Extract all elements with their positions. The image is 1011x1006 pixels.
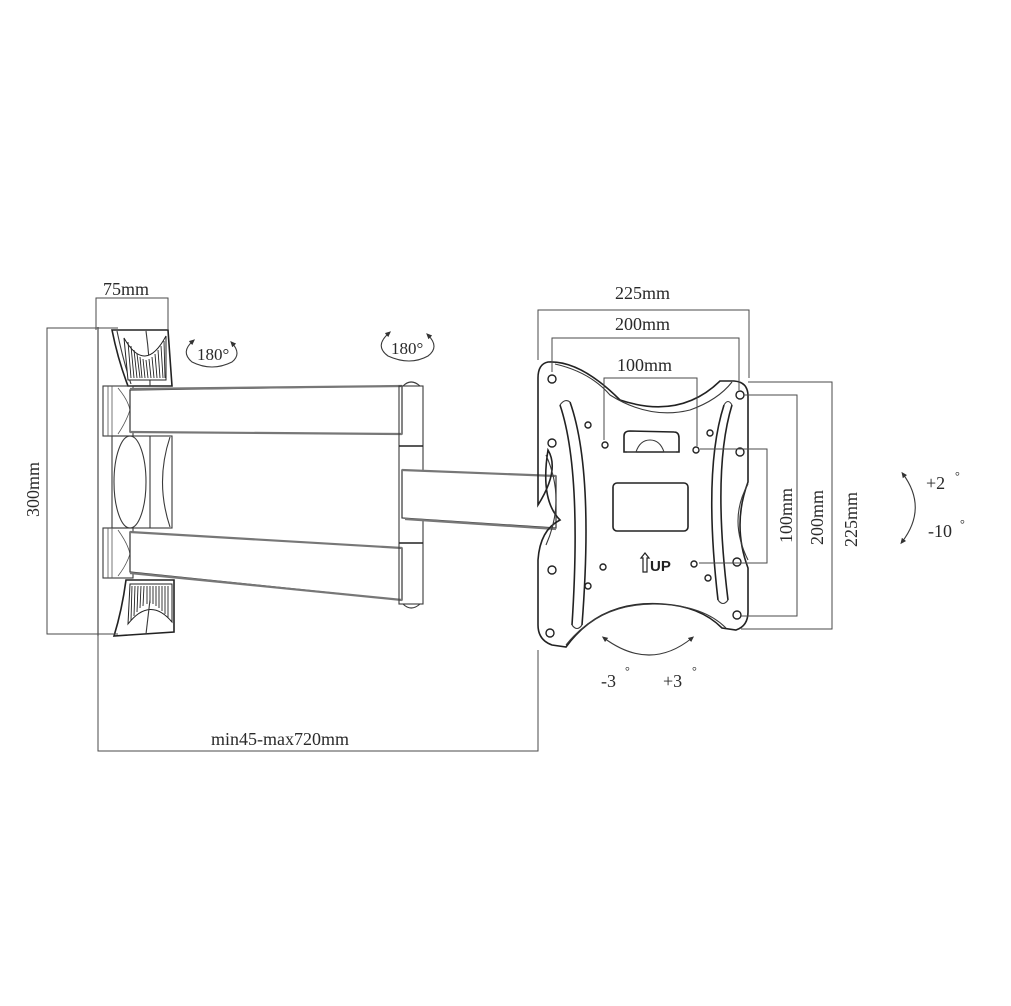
- h-100-label: 100mm: [617, 355, 672, 375]
- tilt-down-unit: °: [960, 517, 965, 531]
- mounting-holes: [545, 374, 745, 638]
- rotate-arrow-icon: [380, 331, 435, 362]
- arm-swivel-label: 180°: [391, 339, 423, 358]
- vesa-plate: UP: [537, 361, 749, 648]
- wall-swivel-label: 180°: [197, 345, 229, 364]
- top-hinge-block: [111, 329, 173, 387]
- h-200-label: 200mm: [615, 314, 670, 334]
- up-arrow-icon: [639, 552, 651, 573]
- lower-arm-hinge: [102, 527, 134, 579]
- dimension-lines: [46, 297, 833, 752]
- center-pivot: [111, 435, 173, 529]
- wall-height-label: 300mm: [23, 462, 43, 517]
- tilt-up-value: +2: [926, 473, 945, 493]
- upper-arm-hinge: [102, 385, 134, 437]
- forearm: [401, 468, 557, 531]
- bottom-hinge-block: [112, 579, 175, 637]
- v-200-label: 200mm: [807, 490, 827, 545]
- rotation-indicator: -3 ° +3 °: [601, 636, 697, 691]
- up-marker: UP: [639, 552, 671, 575]
- up-label: UP: [650, 558, 671, 575]
- upper-arm: [129, 384, 403, 436]
- rotation-right-value: +3: [663, 671, 682, 691]
- wall-plate: [97, 327, 175, 637]
- plate-handle: [623, 430, 680, 453]
- tilt-down-value: -10: [928, 521, 952, 541]
- tilt-up-unit: °: [955, 469, 960, 483]
- h-225-label: 225mm: [615, 283, 670, 303]
- rotation-arrow-icon: [601, 636, 695, 656]
- swivel-indicator-wall: 180°: [185, 339, 238, 368]
- extension-label: min45-max720mm: [211, 729, 349, 749]
- tilt-arrow-icon: [900, 471, 916, 545]
- tilt-indicator: +2 ° -10 °: [900, 469, 965, 545]
- wall-width-label: 75mm: [103, 279, 149, 299]
- plate-cutout: [612, 482, 689, 532]
- swivel-indicator-arm: 180°: [380, 331, 435, 362]
- rotation-left-value: -3: [601, 671, 616, 691]
- v-100-label: 100mm: [776, 488, 796, 543]
- rotation-right-unit: °: [692, 664, 697, 678]
- lower-arm: [129, 530, 403, 602]
- v-225-label: 225mm: [841, 492, 861, 547]
- dimension-labels: 75mm 300mm min45-max720mm 225mm 200mm 10…: [23, 279, 861, 749]
- rotate-arrow-icon: [185, 339, 238, 368]
- rotation-left-unit: °: [625, 664, 630, 678]
